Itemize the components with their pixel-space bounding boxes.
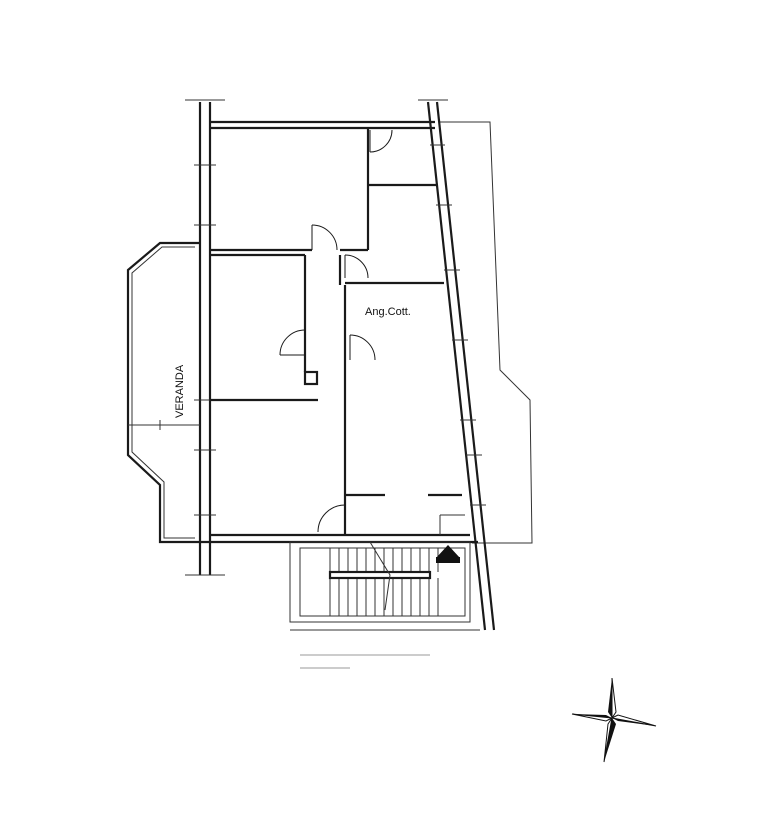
- lot-boundary: [440, 121, 533, 544]
- door-kitchen: [349, 334, 376, 361]
- north-wall: [210, 120, 435, 130]
- door-bathroom: [344, 254, 369, 279]
- west-exterior-wall: [185, 99, 225, 576]
- compass-rose-icon: [571, 677, 657, 763]
- staircase: [289, 541, 480, 669]
- kitchen-label: Ang.Cott.: [365, 306, 411, 318]
- entrance-arrow-icon: [436, 545, 460, 563]
- interior-walls: [200, 128, 478, 544]
- veranda: [126, 241, 200, 544]
- veranda-label: VERANDA: [174, 364, 186, 418]
- door-bedroom-corridor: [311, 224, 338, 251]
- doors: [279, 129, 393, 533]
- door-middle-room: [279, 329, 306, 356]
- door-bedroom-top: [369, 129, 393, 153]
- door-living: [317, 504, 346, 533]
